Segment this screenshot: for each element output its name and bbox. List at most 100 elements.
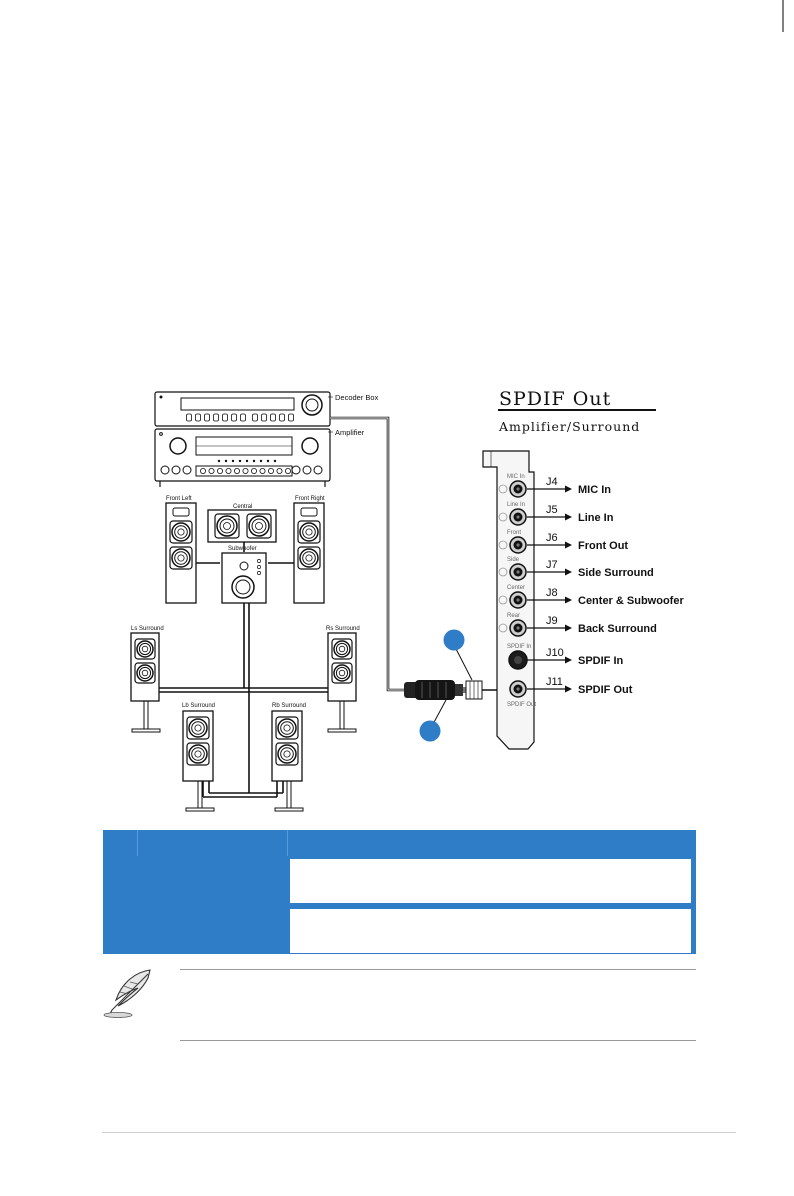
decoder-button <box>240 413 246 422</box>
jack-panel-text: SPDIF In <box>507 644 531 650</box>
table-row <box>103 858 696 904</box>
rs-surround-label: Rs Surround <box>326 626 360 632</box>
rb-surround-speaker <box>271 710 303 782</box>
front-right-label: Front Right <box>295 496 325 502</box>
lb-surround-stand <box>185 781 215 812</box>
jack-id: J5 <box>546 504 558 516</box>
decoder-button <box>288 413 294 422</box>
amplifier-knob <box>160 465 170 475</box>
amplifier-led <box>266 459 270 463</box>
amplifier-led <box>231 459 235 463</box>
table-header <box>103 830 696 856</box>
amplifier-knob <box>182 465 192 475</box>
amplifier-label: Amplifier <box>335 428 365 437</box>
decoder-button <box>261 413 267 422</box>
info-table <box>103 830 696 954</box>
decoder-button <box>231 413 237 422</box>
port-symbol-icon <box>498 595 508 605</box>
amplifier-button <box>233 467 240 474</box>
table-cell-number <box>103 908 137 954</box>
amplifier-led <box>252 459 256 463</box>
subwoofer-speaker <box>221 552 267 604</box>
diagram-title: SPDIF Out <box>499 388 611 410</box>
amplifier-led <box>224 459 228 463</box>
jack-id: J4 <box>546 476 558 488</box>
decoder-button <box>195 413 201 422</box>
table-cell-item <box>137 908 287 954</box>
jack-label: MIC In <box>578 484 611 496</box>
ls-surround-speaker <box>130 632 160 702</box>
jack-label: SPDIF Out <box>578 684 633 696</box>
ls-surround-stand <box>131 701 161 733</box>
decoder-button <box>222 413 228 422</box>
table-cell-description <box>289 908 692 954</box>
jack-id: J10 <box>546 647 564 659</box>
amplifier-led <box>245 459 249 463</box>
jack-id: J7 <box>546 559 558 571</box>
decoder-box-label: Decoder Box <box>335 393 379 402</box>
amplifier <box>154 428 331 482</box>
feather-quill-icon <box>103 969 151 1018</box>
footer-divider <box>102 1132 736 1133</box>
table-cell-item <box>137 858 287 904</box>
rs-surround-stand <box>327 701 357 733</box>
subwoofer-label: Subwoofer <box>228 546 257 552</box>
amplifier-button <box>199 467 206 474</box>
jack-label: Line In <box>578 512 614 524</box>
amplifier-button <box>276 467 283 474</box>
decoder-button <box>252 413 258 422</box>
rb-surround-stand <box>274 781 304 812</box>
port-symbol-icon <box>498 623 508 633</box>
amplifier-knob <box>291 465 301 475</box>
decoder-button <box>213 413 219 422</box>
amplifier-knob <box>313 465 323 475</box>
front-left-label: Front Left <box>166 496 192 502</box>
amplifier-led <box>238 459 242 463</box>
spdif-connection-diagram: Decoder Box Amplifier Front Left Central… <box>130 0 784 812</box>
jack-label: Center & Subwoofer <box>578 595 684 607</box>
amplifier-button <box>208 467 215 474</box>
optical-cable <box>330 416 508 700</box>
callout-lower <box>419 699 447 742</box>
amplifier-led <box>273 459 277 463</box>
jack-id: J6 <box>546 532 558 544</box>
jack-id: J11 <box>546 676 563 688</box>
rb-surround-label: Rb Surround <box>272 703 306 709</box>
table-row <box>103 908 696 954</box>
callout-upper <box>443 629 473 681</box>
table-divider <box>287 830 288 856</box>
amplifier-button <box>216 467 223 474</box>
jack-panel-text: Rear <box>507 613 520 619</box>
jack-label: SPDIF In <box>578 655 624 667</box>
port-symbol-icon <box>498 512 508 522</box>
amplifier-led <box>259 459 263 463</box>
note-divider-top <box>180 969 696 970</box>
front-left-speaker <box>165 502 197 604</box>
amplifier-button <box>242 467 249 474</box>
front-right-speaker <box>293 502 325 604</box>
sound-card-bracket <box>482 450 535 750</box>
diagram-subtitle: Amplifier/Surround <box>498 419 640 434</box>
jack-id: J9 <box>546 615 558 627</box>
table-divider <box>137 830 138 856</box>
jack-panel-text: Center <box>507 585 525 591</box>
ls-surround-label: Ls Surround <box>131 626 164 632</box>
port-symbol-icon <box>498 567 508 577</box>
decoder-button <box>270 413 276 422</box>
lb-surround-label: Lb Surround <box>182 703 215 709</box>
jack-label: Side Surround <box>578 567 654 579</box>
jack-panel-text: Line In <box>507 502 525 508</box>
jack-panel-text: SPDIF Out <box>507 702 536 708</box>
jack-panel-text: MIC In <box>507 474 525 480</box>
port-symbol-icon <box>498 484 508 494</box>
lb-surround-speaker <box>182 710 214 782</box>
amplifier-button <box>284 467 291 474</box>
amplifier-button <box>267 467 274 474</box>
central-speaker <box>207 509 277 543</box>
